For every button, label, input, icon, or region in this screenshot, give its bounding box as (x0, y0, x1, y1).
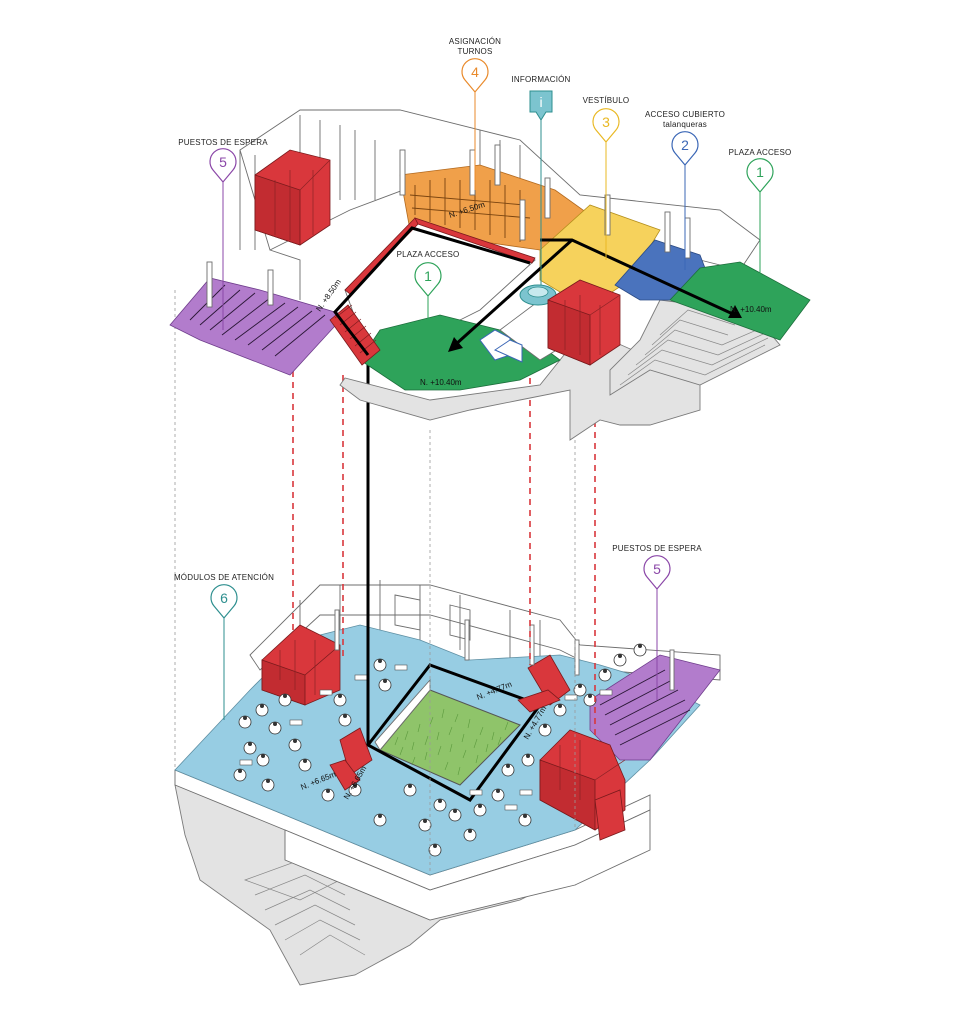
upper-core-left (254, 149, 331, 246)
pin-title: ACCESO CUBIERTO (645, 110, 725, 119)
pin-turns: ASIGNACIÓN TURNOS 4 (449, 37, 501, 190)
pin-title: ASIGNACIÓN (449, 37, 501, 46)
pin-vestibule: VESTÍBULO 3 (583, 96, 630, 260)
lower-waiting-seats (599, 669, 691, 746)
lower-core-right (539, 729, 626, 841)
upper-columns (206, 144, 691, 308)
module-heads (238, 644, 642, 848)
module-cluster (233, 643, 647, 857)
lower-floor: N. +4.77m N. +4.77m N. +6.65m N. +6.65m (174, 580, 721, 986)
upper-level-label: N. +10.40m (730, 305, 772, 314)
pin-information: INFORMACIÓN i (511, 75, 570, 285)
pin-number: 2 (681, 137, 689, 153)
lower-waiting-area (589, 654, 721, 761)
dashed-projection-lines (292, 345, 596, 745)
arrow-head-right (728, 305, 742, 318)
pin-title: PUESTOS DE ESPERA (612, 544, 702, 553)
pin-covered-access: ACCESO CUBIERTO talanqueras 2 (645, 110, 725, 270)
pin-number: 5 (219, 154, 227, 170)
pin-title: MÓDULOS DE ATENCIÓN (174, 573, 274, 582)
upper-waiting-seats (189, 284, 326, 357)
pin-title: VESTÍBULO (583, 96, 630, 105)
pin-plaza-right: PLAZA ACCESO 1 (729, 148, 792, 295)
pin-number: 4 (471, 64, 479, 80)
pin-waiting-upper: PUESTOS DE ESPERA 5 (178, 138, 268, 330)
callout-pins: PUESTOS DE ESPERA 5 ASIGNACIÓN TURNOS 4 … (174, 37, 791, 720)
lower-ramp-bottom (329, 759, 361, 791)
pin-title: PUESTOS DE ESPERA (178, 138, 268, 147)
pin-title: PLAZA ACCESO (397, 250, 460, 259)
lower-slab-front (284, 809, 651, 921)
plaza-access-right (669, 261, 811, 341)
module-desks (239, 664, 613, 811)
lower-stair-right (517, 689, 561, 713)
turns-kiosks (409, 175, 531, 242)
pin-number: 1 (424, 268, 432, 284)
upper-ramp-top (414, 217, 536, 264)
upper-circulation-path (333, 226, 736, 356)
lower-core-left (261, 624, 341, 706)
pin-attention-modules: MÓDULOS DE ATENCIÓN 6 (174, 573, 274, 720)
attention-modules (233, 643, 647, 857)
pin-number: 1 (756, 164, 764, 180)
upper-core-right (547, 279, 621, 366)
pin-waiting-lower: PUESTOS DE ESPERA 5 (612, 544, 702, 700)
pin-title: talanqueras (663, 120, 707, 129)
upper-underside (339, 334, 701, 441)
pin-title: PLAZA ACCESO (729, 148, 792, 157)
pin-title: INFORMACIÓN (511, 75, 570, 84)
upper-floor: N. +10.40m N. +10.40m N. +8.50m N. +6.50… (169, 109, 811, 441)
arrow-head-left (448, 337, 463, 352)
upper-waiting-area (169, 277, 346, 376)
garden-grass-texture (394, 708, 509, 776)
pin-number: 6 (220, 590, 228, 606)
courtyard-inner-wall (374, 678, 431, 751)
pin-number: 5 (653, 561, 661, 577)
grey-projection-lines (174, 290, 576, 875)
pin-plaza-center: PLAZA ACCESO 1 (397, 250, 460, 370)
upper-level-label: N. +10.40m (420, 378, 462, 387)
pin-number: 3 (602, 114, 610, 130)
pin-title: TURNOS (458, 47, 493, 56)
pin-number: i (539, 94, 542, 110)
